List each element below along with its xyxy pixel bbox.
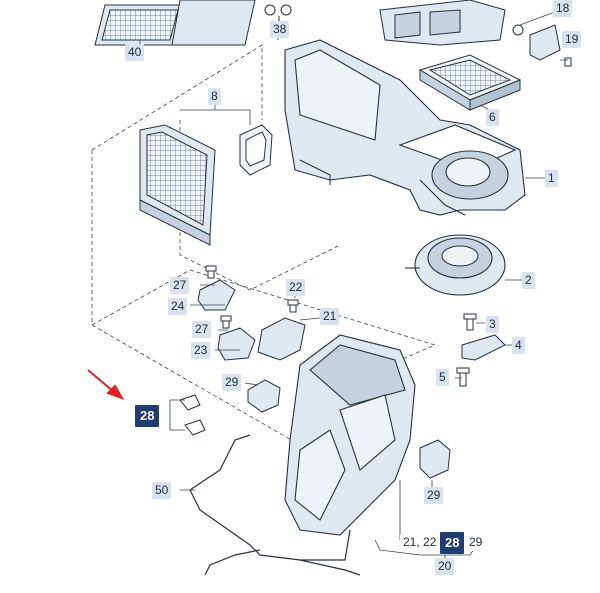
part-40-filter: [94, 0, 256, 46]
part-28-screws: [179, 394, 206, 436]
label-20: 20: [435, 558, 455, 575]
part-20-heater-housing: [284, 334, 416, 536]
label-2: 2: [522, 272, 535, 289]
part-23-actuator: [217, 327, 256, 361]
label-23: 23: [191, 342, 211, 359]
part-2-blower: [405, 234, 506, 296]
label-27-top: 27: [170, 277, 190, 294]
label-27-bottom: 27: [192, 321, 212, 338]
label-29-bottom: 29: [466, 534, 486, 551]
part-29-sensor: [247, 379, 281, 413]
part-4-resistor: [461, 334, 506, 361]
part-8-filter: [139, 124, 216, 246]
part-1-hvac-housing: [284, 39, 526, 216]
label-6: 6: [486, 109, 499, 126]
part-3-screw: [463, 313, 477, 331]
part-5-screw: [456, 367, 470, 387]
label-19: 19: [562, 31, 582, 48]
label-3: 3: [486, 316, 499, 333]
label-40: 40: [125, 44, 145, 61]
label-50: 50: [152, 482, 172, 499]
part-21-actuator: [257, 317, 306, 361]
label-38: 38: [270, 21, 290, 38]
label-29-right: 29: [424, 487, 444, 504]
part-6-cabin-filter: [418, 54, 522, 111]
top-connector-housing: [379, 0, 506, 46]
part-24-actuator: [197, 279, 236, 311]
part-19-screw: [564, 57, 572, 67]
label-24: 24: [168, 298, 188, 315]
part-50-wiring-harness: [189, 434, 361, 576]
label-5: 5: [436, 369, 449, 386]
part-18-bracket: [512, 24, 561, 61]
part-29-bracket: [419, 439, 451, 479]
label-8: 8: [208, 88, 221, 105]
assembly-outline: [91, 44, 437, 446]
part-38-clips: [264, 4, 292, 22]
label-1: 1: [545, 170, 558, 187]
label-29-left: 29: [222, 374, 242, 391]
label-22: 22: [286, 279, 306, 296]
label-4: 4: [512, 337, 525, 354]
label-28-highlighted[interactable]: 28: [135, 405, 160, 427]
label-28-bottom-highlighted[interactable]: 28: [440, 532, 465, 554]
label-18: 18: [553, 0, 573, 17]
label-21: 21: [320, 308, 340, 325]
label-21-22: 21, 22: [400, 534, 440, 551]
small-screws: [205, 265, 299, 329]
part-8-seal: [239, 124, 273, 176]
red-arrow-icon: [87, 369, 125, 400]
